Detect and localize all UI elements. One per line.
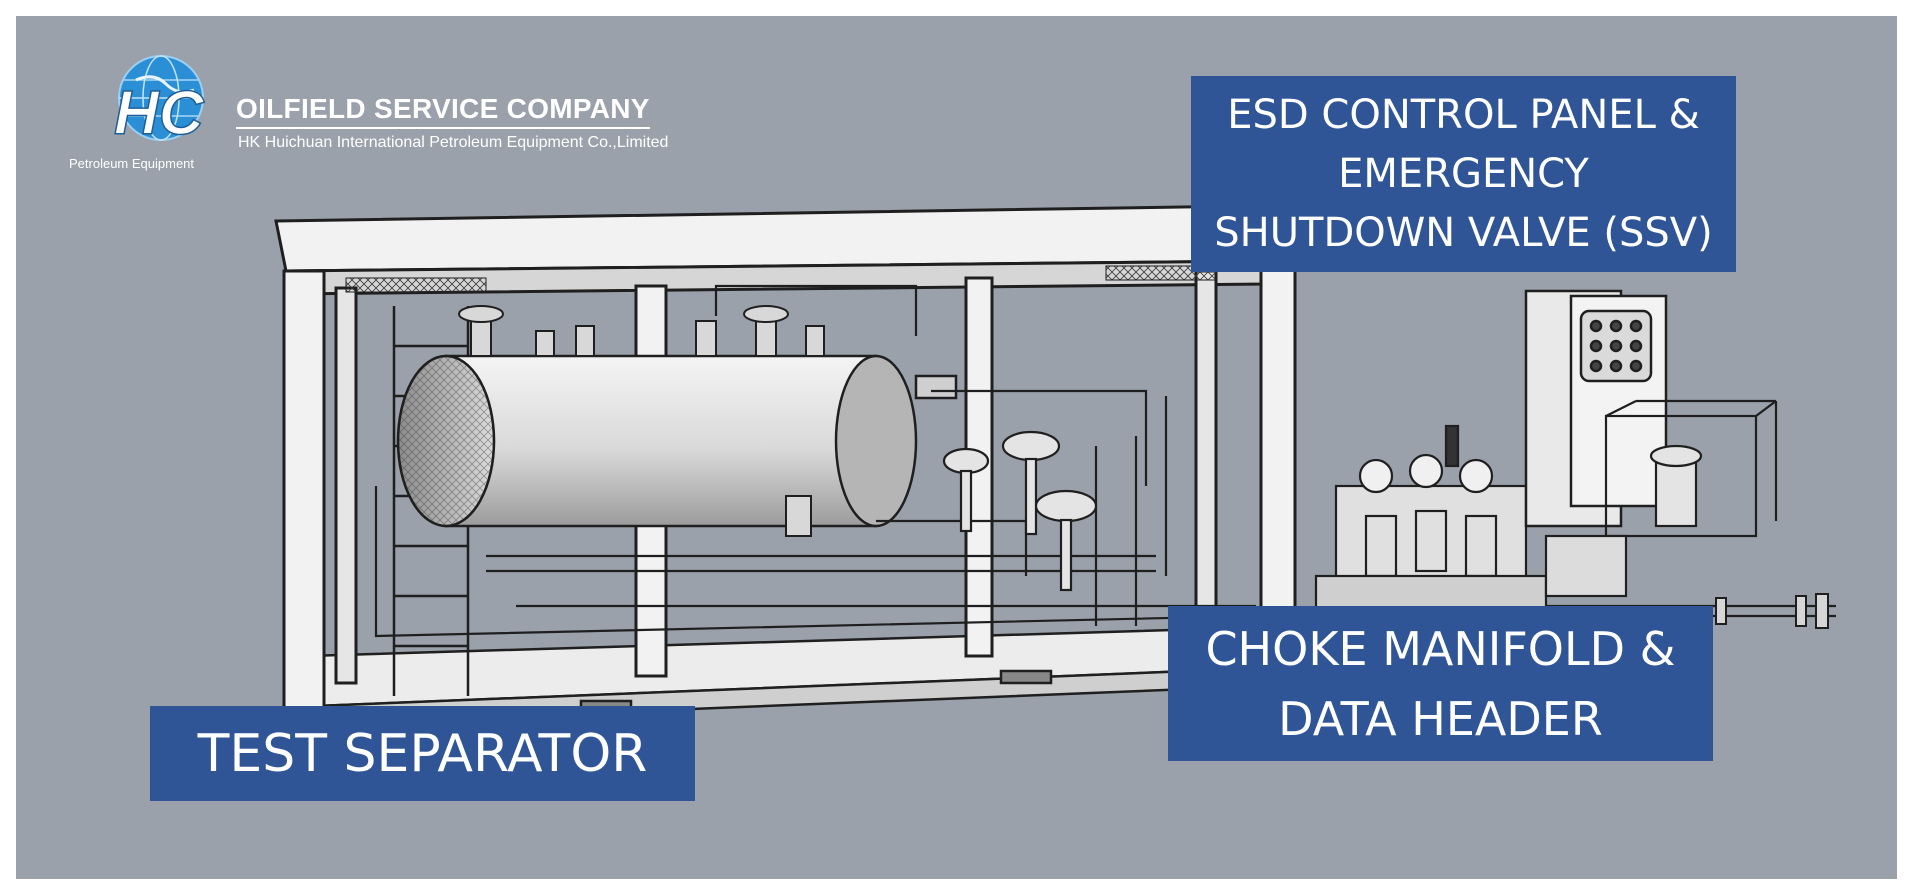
callout-test-separator: TEST SEPARATOR — [150, 706, 695, 801]
logo-letters: HC — [114, 79, 205, 148]
callout-line: ESD CONTROL PANEL & — [1227, 91, 1700, 138]
callout-esd-control-panel: ESD CONTROL PANEL & EMERGENCY SHUTDOWN V… — [1191, 76, 1736, 272]
choke-manifold — [1314, 424, 1548, 618]
control-valves — [942, 430, 1098, 592]
callout-line: SHUTDOWN VALVE (SSV) — [1214, 209, 1713, 256]
outlet-flange — [1715, 593, 1829, 629]
vessel-nozzles — [458, 305, 825, 537]
callout-line: EMERGENCY — [1338, 150, 1589, 197]
skid-drawing — [274, 204, 1836, 726]
callout-line: TEST SEPARATOR — [197, 723, 648, 784]
ssv-cage — [1544, 399, 1778, 598]
callout-line: DATA HEADER — [1278, 691, 1603, 746]
logo-caption: Petroleum Equipment — [69, 156, 195, 171]
brand-subtitle: HK Huichuan International Petroleum Equi… — [238, 134, 669, 151]
roof-hatch — [345, 265, 1217, 293]
brand-title: OILFIELD SERVICE COMPANY — [236, 93, 650, 129]
callout-choke-manifold: CHOKE MANIFOLD & DATA HEADER — [1168, 606, 1713, 761]
company-logo: HC — [113, 55, 206, 149]
globe-icon — [118, 55, 204, 141]
callout-line: CHOKE MANIFOLD & — [1205, 621, 1676, 676]
separator-vessel — [396, 354, 958, 528]
esd-panel — [1524, 289, 1668, 528]
illustration-frame: HC Petroleum Equipment OILFIELD SERVICE … — [16, 16, 1897, 879]
